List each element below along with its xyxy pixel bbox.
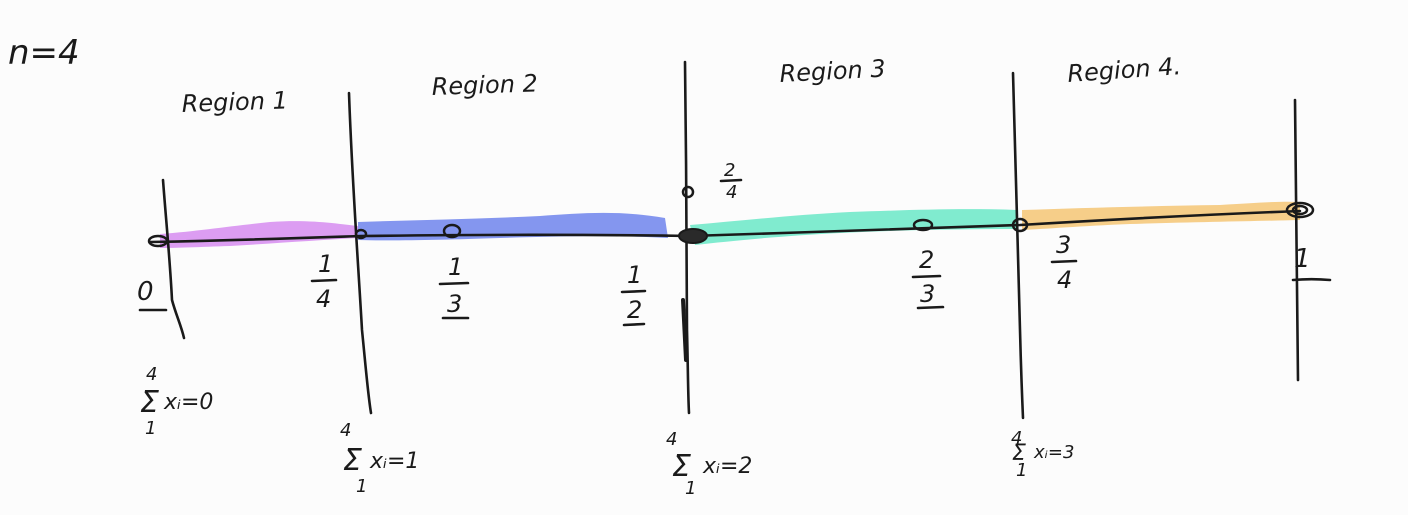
tick-1-2-den: 2: [627, 296, 642, 324]
tick-2-3-bar: [911, 274, 942, 279]
region3-highlight: [690, 209, 1018, 245]
divider-half: [683, 60, 691, 415]
sum-region-1: 4 Σ xᵢ=0 1: [140, 364, 213, 439]
point-1: [1285, 201, 1315, 219]
sum-4-sigma: Σ: [1012, 441, 1026, 466]
divider-half-bold: [681, 298, 688, 362]
sum-1-expr: xᵢ=0: [163, 390, 213, 415]
tick-0: 0: [137, 277, 154, 307]
sum-4-expr: xᵢ=3: [1033, 442, 1074, 463]
divider-right-end: [1293, 98, 1300, 382]
region4-highlight: [1022, 201, 1300, 230]
tick-3-4-num: 3: [1056, 231, 1071, 259]
point-3-4: [1011, 217, 1029, 233]
divider-left-end: [161, 178, 186, 340]
point-2-4: [681, 185, 695, 199]
tick-2-4-den: 4: [726, 182, 737, 203]
divider-three-quarters: [1011, 71, 1025, 420]
tick-1-3-bar: [438, 281, 470, 286]
tick-1-4-bar: [310, 278, 338, 283]
sum-2-sigma: Σ: [343, 443, 362, 478]
point-1-inner: [1291, 204, 1309, 216]
region-2-label: Region 2: [431, 69, 538, 101]
divider-quarter: [347, 91, 373, 415]
tick-2-4-bar: [719, 178, 743, 183]
point-0: [147, 234, 169, 248]
sum-2-expr: xᵢ=1: [369, 449, 419, 474]
region1-highlight: [160, 221, 358, 248]
sum-region-4: 4 Σ xᵢ=3 1: [1011, 428, 1074, 481]
region2-highlight: [358, 212, 668, 241]
region-1-label: Region 1: [181, 86, 288, 118]
sum-3-expr: xᵢ=2: [702, 454, 752, 479]
point-1-2: [678, 228, 708, 244]
tick-3-4-den: 4: [1057, 266, 1072, 294]
region-3-label: Region 3: [779, 54, 886, 88]
sum-4-upper: 4: [1011, 428, 1022, 449]
diagram-title: n=4: [8, 33, 80, 73]
point-1-3: [442, 223, 462, 239]
tick-1-4-den: 4: [316, 285, 331, 313]
tick-1-2-num: 1: [627, 261, 642, 289]
tick-2-3-num: 2: [919, 246, 934, 274]
sum-3-sigma: Σ: [672, 449, 691, 484]
tick-1-4-num: 1: [318, 250, 333, 278]
region-4-label: Region 4.: [1066, 52, 1181, 88]
sum-4-lower: 1: [1016, 460, 1027, 481]
tick-2-3-underline: [916, 305, 945, 310]
tick-1: 1: [1294, 244, 1311, 274]
tick-1-2-underline: [622, 322, 646, 327]
point-2-3: [912, 218, 934, 232]
sum-1-upper: 4: [146, 364, 157, 385]
right-end-mark: [1291, 277, 1332, 282]
sum-2-lower: 1: [356, 476, 367, 497]
sum-2-upper: 4: [340, 420, 351, 441]
tick-1-3-num: 1: [448, 253, 463, 281]
tick-1-2-bar: [620, 289, 647, 294]
sum-region-3: 4 Σ xᵢ=2 1: [666, 429, 752, 499]
sum-region-2: 4 Σ xᵢ=1 1: [340, 420, 419, 497]
sum-1-sigma: Σ: [140, 385, 159, 420]
tick-2-4-num: 2: [724, 160, 735, 181]
sum-3-lower: 1: [685, 478, 696, 499]
sum-1-lower: 1: [145, 418, 156, 439]
tick-1-3-den: 3: [447, 290, 462, 318]
tick-2-3-den: 3: [920, 280, 935, 308]
tick-3-4-bar: [1050, 259, 1078, 264]
sum-3-upper: 4: [666, 429, 677, 450]
point-1-4: [354, 228, 368, 240]
